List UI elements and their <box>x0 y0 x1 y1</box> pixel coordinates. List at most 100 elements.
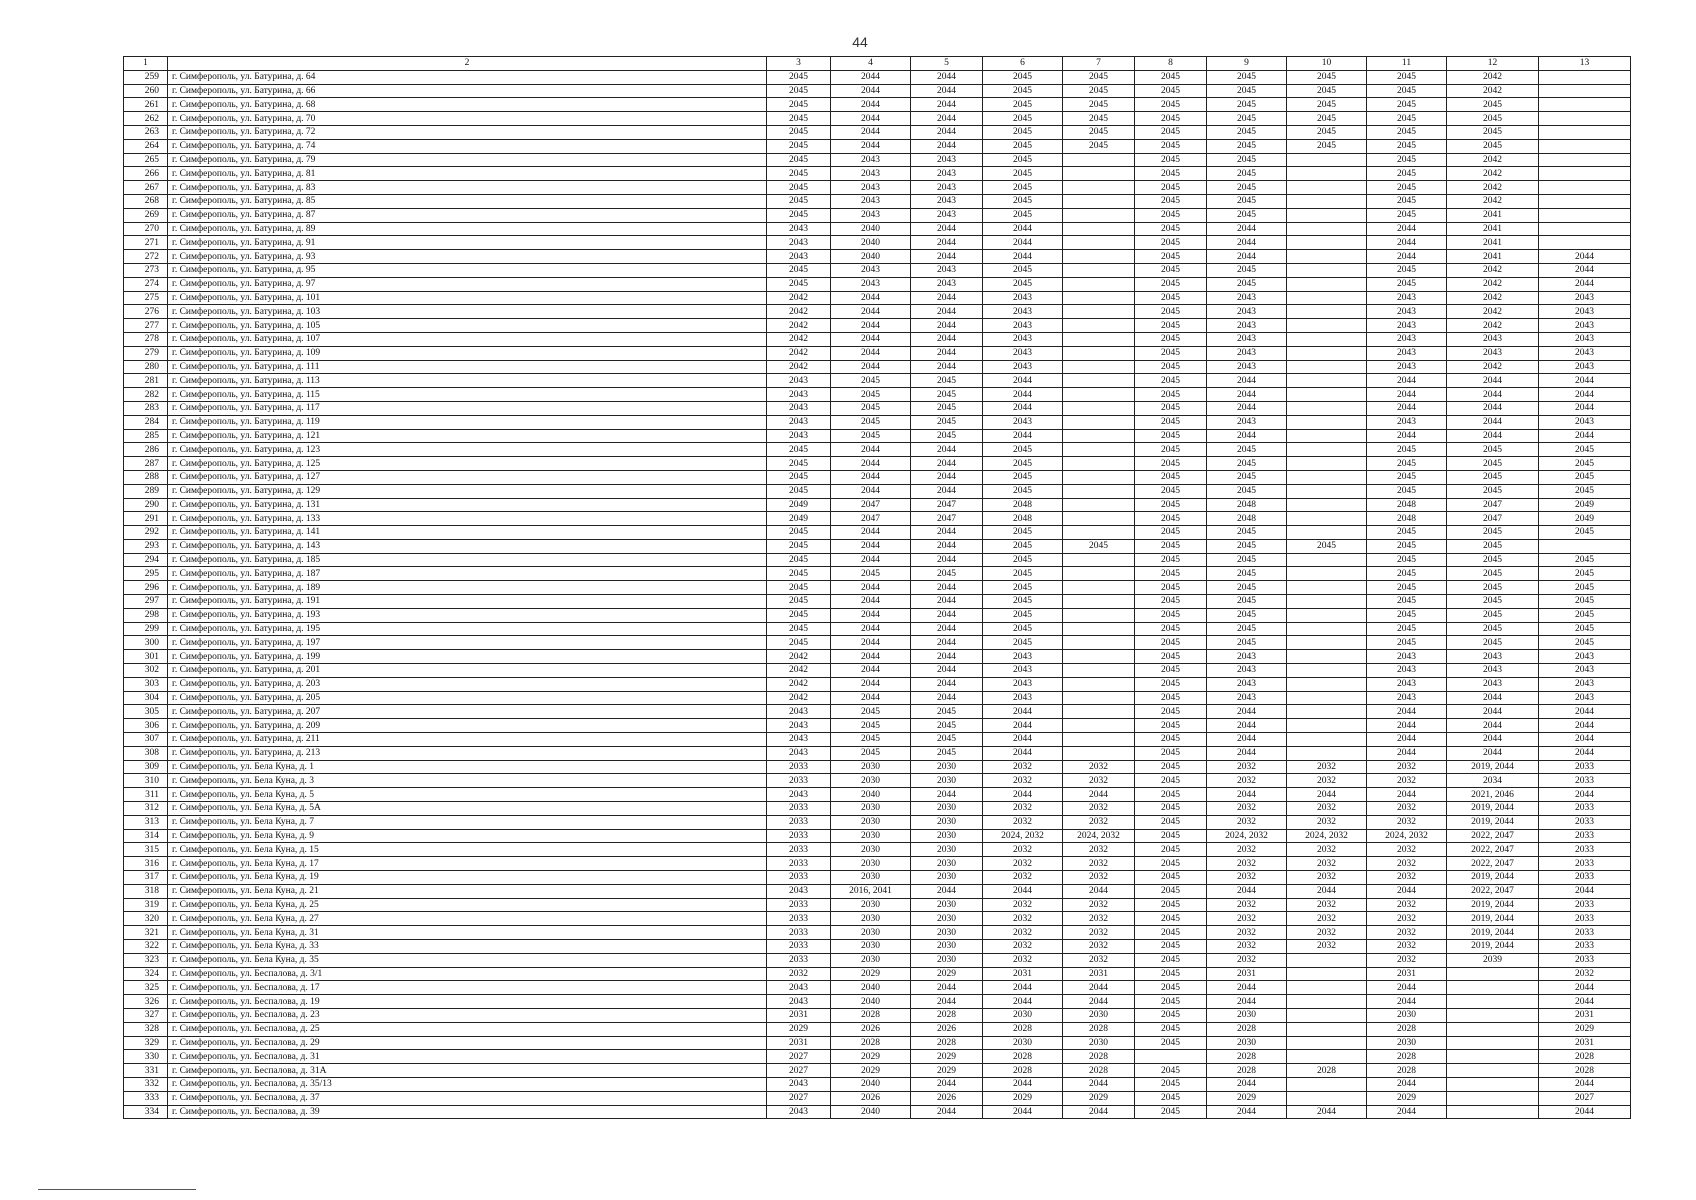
row-number-cell: 320 <box>123 911 168 927</box>
year-cell-col-12: 2045 <box>1446 97 1539 113</box>
year-cell-col-13: 2049 <box>1538 511 1631 527</box>
year-cell-col-4: 2030 <box>830 897 911 913</box>
address-cell: г. Симферополь, ул. Батурина, д. 187 <box>167 566 767 582</box>
address-cell: г. Симферополь, ул. Беспалова, д. 19 <box>167 994 767 1009</box>
year-cell-col-9: 2045 <box>1206 483 1287 499</box>
year-cell-col-8: 2045 <box>1134 773 1207 789</box>
row-number-cell: 282 <box>123 387 168 402</box>
year-cell-col-9: 2045 <box>1206 111 1287 126</box>
year-cell-col-10 <box>1286 235 1367 251</box>
year-cell-col-9: 2045 <box>1206 193 1287 209</box>
year-cell-col-5: 2030 <box>910 911 983 927</box>
year-cell-col-4: 2043 <box>830 193 911 209</box>
year-cell-col-13: 2044 <box>1538 249 1631 264</box>
year-cell-col-4: 2030 <box>830 759 911 775</box>
address-cell: г. Симферополь, ул. Батурина, д. 109 <box>167 345 767 361</box>
year-cell-col-7 <box>1062 359 1135 375</box>
year-cell-col-7: 2045 <box>1062 124 1135 140</box>
year-cell-col-5: 2043 <box>910 166 983 182</box>
year-cell-col-6: 2044 <box>982 249 1063 264</box>
year-cell-col-12: 2042 <box>1446 152 1539 168</box>
year-cell-col-4: 2045 <box>830 428 911 444</box>
year-cell-col-7: 2045 <box>1062 97 1135 113</box>
year-cell-col-13: 2033 <box>1538 897 1631 913</box>
year-cell-col-6: 2045 <box>982 525 1063 540</box>
year-cell-col-4: 2044 <box>830 304 911 320</box>
row-number-cell: 316 <box>123 856 168 872</box>
year-cell-col-7 <box>1062 166 1135 182</box>
year-cell-col-4: 2016, 2041 <box>830 883 911 899</box>
year-cell-col-11: 2045 <box>1366 166 1447 182</box>
address-cell: г. Симферополь, ул. Батурина, д. 189 <box>167 580 767 596</box>
year-cell-col-7 <box>1062 290 1135 306</box>
year-cell-col-10 <box>1286 345 1367 361</box>
year-cell-col-9: 2045 <box>1206 525 1287 540</box>
row-number-cell: 269 <box>123 207 168 223</box>
year-cell-col-8: 2045 <box>1134 801 1207 816</box>
year-cell-col-9: 2043 <box>1206 345 1287 361</box>
year-cell-col-11: 2045 <box>1366 97 1447 113</box>
year-cell-col-4: 2030 <box>830 911 911 927</box>
year-cell-col-4: 2028 <box>830 1035 911 1051</box>
year-cell-col-3: 2043 <box>766 745 831 761</box>
year-cell-col-10 <box>1286 663 1367 678</box>
year-cell-col-10 <box>1286 483 1367 499</box>
year-cell-col-12: 2022, 2047 <box>1446 828 1539 844</box>
year-cell-col-3: 2043 <box>766 235 831 251</box>
year-cell-col-7 <box>1062 318 1135 333</box>
year-cell-col-10: 2032 <box>1286 759 1367 775</box>
year-cell-col-8: 2045 <box>1134 235 1207 251</box>
year-cell-col-12: 2043 <box>1446 663 1539 678</box>
year-cell-col-10 <box>1286 276 1367 292</box>
row-number-cell: 334 <box>123 1104 168 1120</box>
year-cell-col-3: 2045 <box>766 124 831 140</box>
year-cell-col-13: 2044 <box>1538 994 1631 1009</box>
year-cell-col-7 <box>1062 635 1135 651</box>
year-cell-col-12 <box>1446 980 1539 996</box>
year-cell-col-13: 2044 <box>1538 745 1631 761</box>
year-cell-col-3: 2033 <box>766 952 831 968</box>
year-cell-col-3: 2045 <box>766 111 831 126</box>
row-number-cell: 260 <box>123 83 168 99</box>
year-cell-col-3: 2032 <box>766 966 831 982</box>
year-cell-col-6: 2030 <box>982 1007 1063 1023</box>
year-cell-col-8: 2045 <box>1134 870 1207 885</box>
year-cell-col-13 <box>1538 111 1631 126</box>
year-cell-col-9: 2032 <box>1206 759 1287 775</box>
year-cell-col-3: 2042 <box>766 663 831 678</box>
year-cell-col-13: 2027 <box>1538 1090 1631 1106</box>
year-cell-col-3: 2033 <box>766 911 831 927</box>
row-number-cell: 267 <box>123 180 168 195</box>
year-cell-col-6: 2044 <box>982 787 1063 803</box>
address-cell: г. Симферополь, ул. Батурина, д. 83 <box>167 180 767 195</box>
year-cell-col-5: 2043 <box>910 193 983 209</box>
year-cell-col-11: 2044 <box>1366 787 1447 803</box>
year-cell-col-10 <box>1286 621 1367 637</box>
year-cell-col-7: 2032 <box>1062 897 1135 913</box>
year-cell-col-9: 2044 <box>1206 883 1287 899</box>
year-cell-col-13 <box>1538 166 1631 182</box>
year-cell-col-8: 2045 <box>1134 745 1207 761</box>
row-number-cell: 294 <box>123 552 168 568</box>
year-cell-col-12: 2042 <box>1446 290 1539 306</box>
year-cell-col-4: 2044 <box>830 83 911 99</box>
year-cell-col-12: 2021, 2046 <box>1446 787 1539 803</box>
year-cell-col-5: 2045 <box>910 414 983 430</box>
year-cell-col-3: 2045 <box>766 166 831 182</box>
row-number-cell: 283 <box>123 400 168 416</box>
row-number-cell: 262 <box>123 111 168 126</box>
year-cell-col-9: 2045 <box>1206 607 1287 623</box>
address-cell: г. Симферополь, ул. Батурина, д. 207 <box>167 704 767 720</box>
year-cell-col-9: 2045 <box>1206 594 1287 609</box>
year-cell-col-13: 2045 <box>1538 483 1631 499</box>
year-cell-col-9: 2044 <box>1206 400 1287 416</box>
year-cell-col-8: 2045 <box>1134 318 1207 333</box>
